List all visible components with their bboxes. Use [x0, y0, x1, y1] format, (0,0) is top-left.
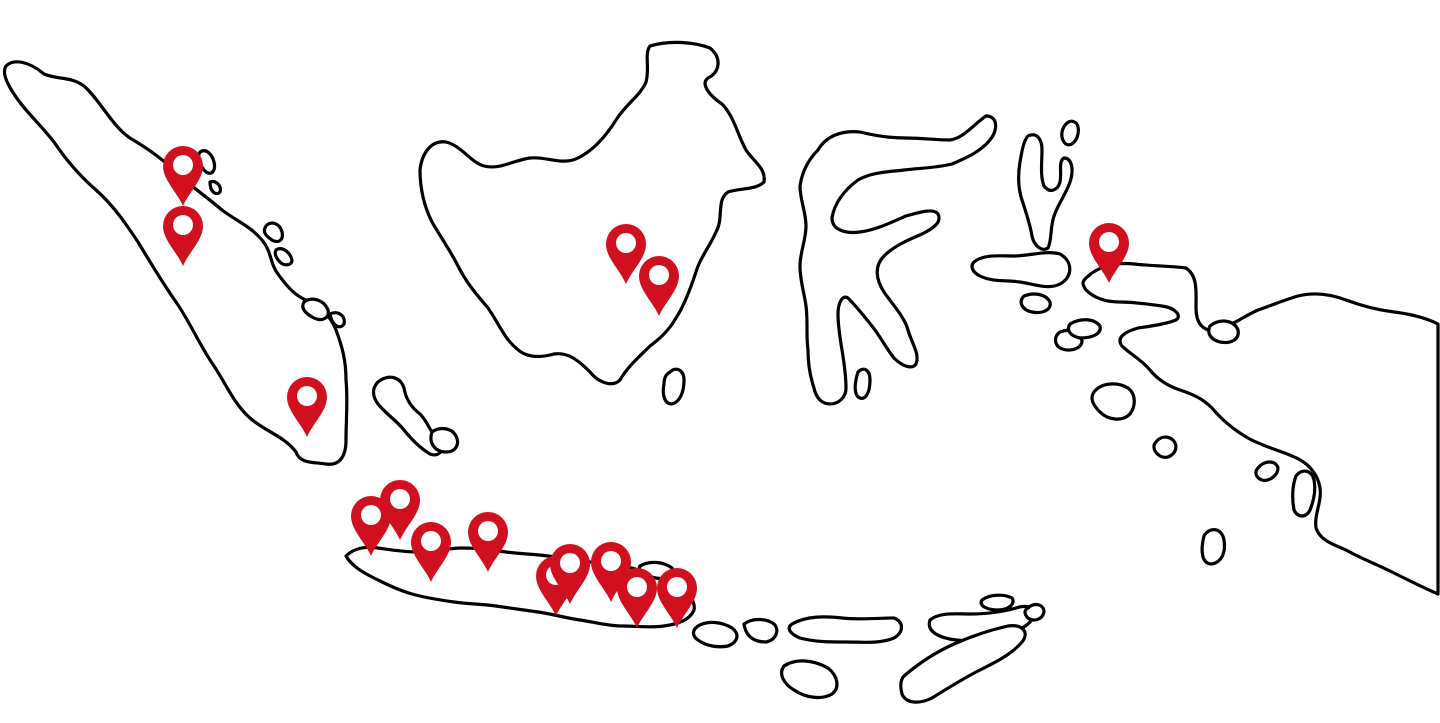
map-pin-icon[interactable] [468, 512, 508, 572]
island-papua [1081, 261, 1440, 596]
map-pin-icon[interactable] [606, 224, 646, 284]
map-pin-body [550, 544, 590, 604]
map-pin-body [617, 568, 657, 628]
map-pin-body [287, 377, 327, 437]
island-alor [979, 593, 1015, 612]
island-ambon [1090, 382, 1136, 421]
map-pin-icon[interactable] [639, 256, 679, 316]
map-pin-body [163, 206, 203, 266]
island-banda [1152, 435, 1178, 459]
map-pin-hole [560, 553, 580, 573]
map-pin-body [591, 542, 631, 602]
island-buton [853, 367, 872, 400]
island-sulawesi [798, 114, 998, 406]
map-pin-body [606, 224, 646, 284]
map-pin-icon[interactable] [411, 522, 451, 582]
island-halmahera [1017, 133, 1074, 251]
map-pin-icon[interactable] [380, 480, 420, 540]
map-pin-body [1089, 223, 1129, 283]
island-small-sumatra-2 [208, 180, 222, 196]
map-pin-icon[interactable] [163, 146, 203, 206]
islands-layer [2, 40, 1440, 704]
island-laut [661, 367, 686, 406]
island-timor [899, 624, 1027, 704]
map-pin-icon[interactable] [1089, 223, 1129, 283]
island-sumba [780, 659, 839, 700]
island-sumatra [2, 60, 349, 466]
map-pin-hole [297, 386, 317, 406]
island-small-sumatra-4 [273, 247, 294, 267]
map-pin-body [351, 496, 391, 556]
island-lombok [742, 617, 779, 644]
island-small-sumatra-3 [262, 221, 284, 244]
map-pin-body [468, 512, 508, 572]
map-pin-icon[interactable] [287, 377, 327, 437]
island-aru [1291, 469, 1317, 518]
map-pin-icon[interactable] [617, 568, 657, 628]
map-pin-hole [390, 489, 410, 509]
map-pin-hole [649, 265, 669, 285]
map-pin-hole [361, 505, 381, 525]
island-sula [970, 251, 1072, 289]
map-pin-hole [173, 155, 193, 175]
island-morotai [1060, 119, 1080, 147]
map-pin-hole [667, 577, 687, 597]
island-obi [1019, 292, 1052, 315]
map-pin-body [411, 522, 451, 582]
map-pin-icon[interactable] [550, 544, 590, 604]
map-pin-body [380, 480, 420, 540]
map-pin-icon[interactable] [657, 568, 697, 628]
island-sumbawa [787, 615, 904, 644]
island-tanimbar [1200, 528, 1227, 566]
map-pin-hole [421, 531, 441, 551]
island-kai [1254, 460, 1280, 482]
island-bali [691, 620, 739, 649]
map-pin-hole [601, 551, 621, 571]
map-pin-hole [478, 521, 498, 541]
map-pin-hole [173, 215, 193, 235]
map-pin-hole [627, 577, 647, 597]
island-belitung [429, 426, 460, 454]
island-small-sumatra-6 [328, 311, 346, 329]
map-pin-icon[interactable] [163, 206, 203, 266]
map-pin-body [163, 146, 203, 206]
map-pin-icon[interactable] [591, 542, 631, 602]
map-pin-hole [1099, 232, 1119, 252]
island-waigeo [1207, 319, 1240, 345]
island-small-sumatra-5 [301, 297, 330, 322]
map-pin-icon[interactable] [351, 496, 391, 556]
map-pin-body [639, 256, 679, 316]
island-seram [1066, 318, 1102, 340]
map-pin-body [657, 568, 697, 628]
island-kalimantan [418, 40, 766, 386]
map-pin-hole [616, 233, 636, 253]
location-markers [163, 146, 1129, 628]
island-wetar [1023, 602, 1046, 622]
